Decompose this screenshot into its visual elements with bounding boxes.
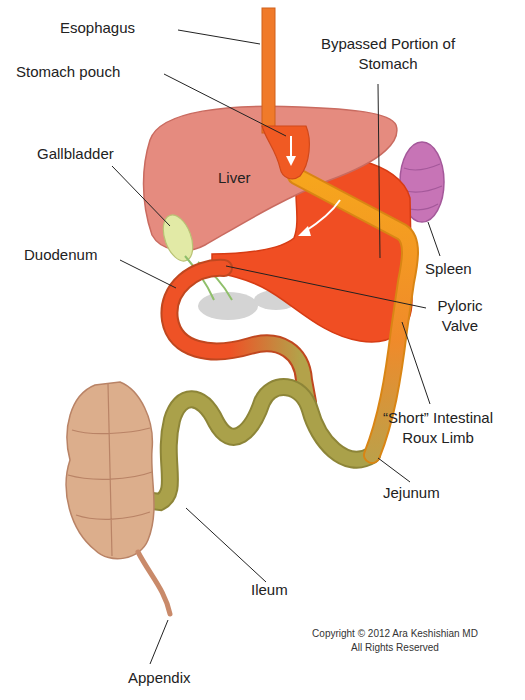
organ-label: Pyloric Valve: [429, 296, 491, 335]
leader-lines: [112, 30, 440, 664]
cecum-colon: [66, 382, 154, 559]
flow-arrows: [286, 136, 340, 236]
appendix: [138, 552, 170, 614]
organ-label: Liver: [218, 168, 251, 188]
organ-label: Esophagus: [60, 18, 135, 38]
stomach-pouch: [262, 126, 309, 179]
organ-label: Duodenum: [24, 245, 97, 265]
organ-label: Ileum: [251, 580, 288, 600]
copyright-note: Copyright © 2012 Ara Keshishian MD: [300, 627, 490, 641]
organ-label: Gallbladder: [37, 144, 114, 164]
organ-label: Appendix: [128, 668, 191, 688]
copyright-note: All Rights Reserved: [300, 641, 490, 655]
small-intestine: [128, 387, 372, 502]
organ-label: Bypassed Portion of Stomach: [318, 34, 458, 73]
organ-label: Jejunum: [383, 483, 440, 503]
organ-label: Spleen: [425, 259, 472, 279]
organ-label: “Short” Intestinal Roux Limb: [368, 408, 508, 447]
organ-label: Stomach pouch: [16, 62, 120, 82]
esophagus: [262, 8, 275, 133]
